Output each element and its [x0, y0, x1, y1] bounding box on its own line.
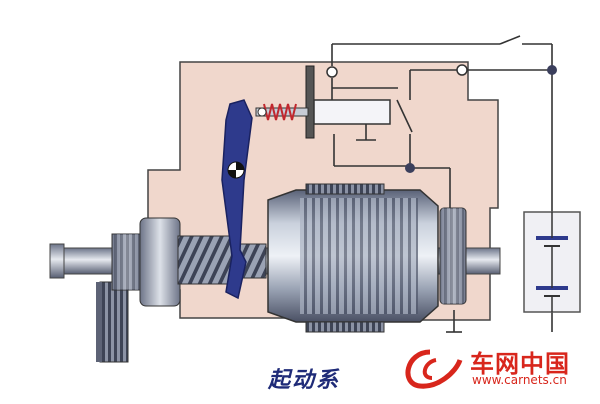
armature — [267, 183, 439, 333]
terminal-top-left — [326, 66, 338, 78]
solenoid — [255, 65, 391, 139]
flywheel-gear — [96, 281, 129, 363]
junction-node — [547, 65, 557, 75]
circuit-wiring — [331, 35, 553, 333]
shift-lever — [221, 99, 253, 300]
battery — [523, 211, 581, 313]
watermark-brand: 车网中国 — [470, 350, 570, 378]
terminal-top-right — [456, 64, 468, 76]
diagram-caption: 起动系 — [268, 367, 341, 393]
field-node — [405, 163, 415, 173]
commutator — [439, 207, 467, 305]
carnets-logo-mark — [405, 349, 463, 389]
watermark-url: www.carnets.cn — [472, 373, 567, 387]
overrunning-clutch — [139, 217, 181, 307]
